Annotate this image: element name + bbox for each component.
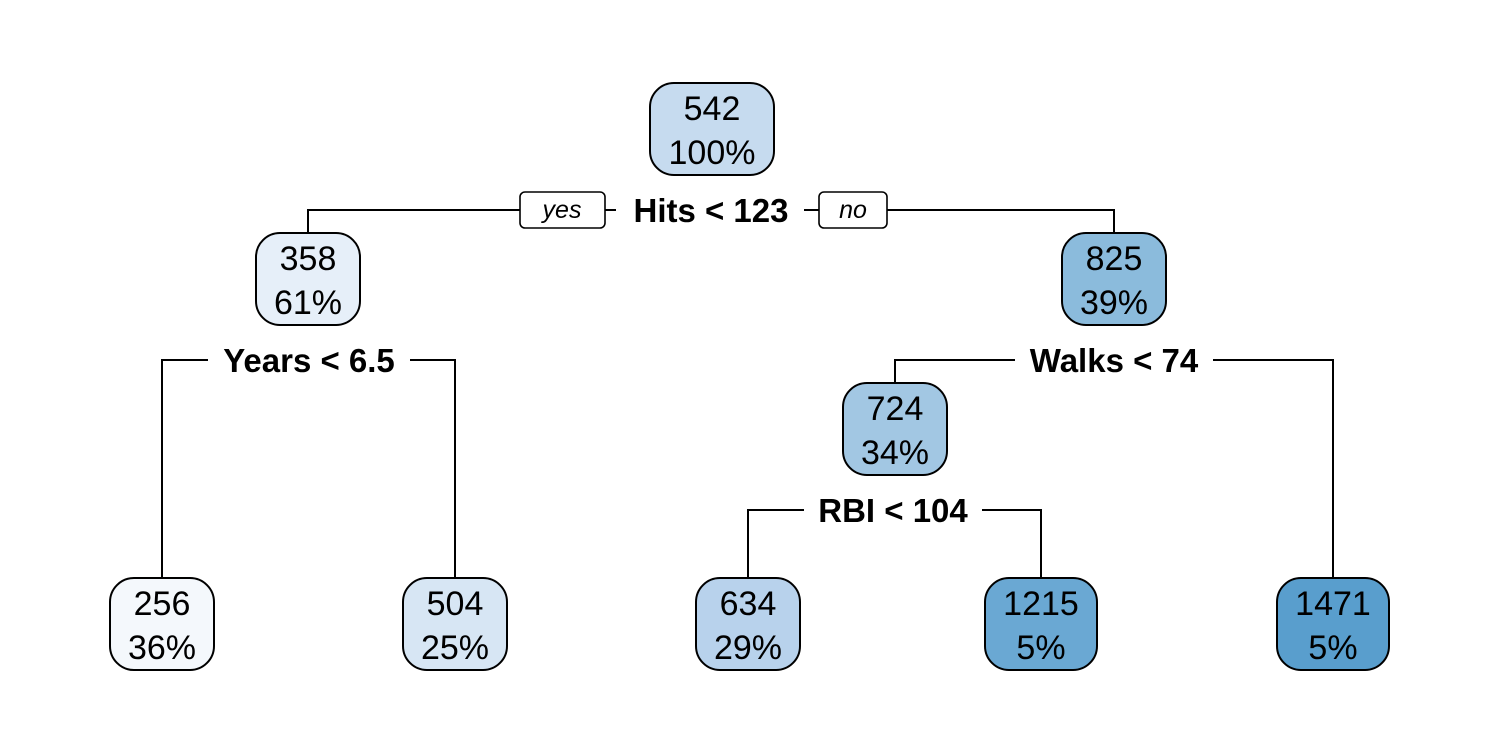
node-box-hits-no <box>1061 232 1167 326</box>
split-label-hits: Hits < 123 <box>633 192 788 229</box>
node-percent: 25% <box>421 629 489 667</box>
tree-leaf-rbi-yes: 634 29% <box>695 577 801 671</box>
leaf-box-rbi-yes <box>695 577 801 671</box>
node-value: 634 <box>720 585 777 623</box>
node-value: 1471 <box>1295 585 1371 623</box>
leaf-box-rbi-no <box>984 577 1098 671</box>
tree-node-hits-no: 825 39% <box>1061 232 1167 326</box>
node-box-walks-yes <box>842 382 948 476</box>
node-value: 724 <box>867 390 924 428</box>
node-value: 542 <box>684 90 741 128</box>
no-label-box <box>818 191 888 229</box>
tree-node-hits-yes: 358 61% <box>255 232 361 326</box>
edge-walks-split <box>894 359 1334 585</box>
node-box-root <box>649 82 775 176</box>
tree-leaf-walks-no: 1471 5% <box>1276 577 1390 671</box>
node-value: 256 <box>134 585 191 623</box>
split-label-rbi: RBI < 104 <box>818 492 968 529</box>
tree-leaf-years-no: 504 25% <box>402 577 508 671</box>
leaf-box-walks-no <box>1276 577 1390 671</box>
split-labels: Hits < 123 Years < 6.5 Walks < 74 RBI < … <box>223 192 1199 529</box>
mask-hits <box>616 192 804 228</box>
node-value: 825 <box>1086 240 1143 278</box>
tree-nodes: 542 100% 358 61% 825 39% 724 34% 256 36% <box>109 82 1390 671</box>
node-percent: 5% <box>1016 629 1065 667</box>
node-value: 358 <box>280 240 337 278</box>
branch-labels: yes no <box>519 191 888 229</box>
yes-label: yes <box>541 196 582 224</box>
edge-years-split <box>161 359 456 585</box>
split-label-years: Years < 6.5 <box>223 342 395 379</box>
split-label-masks <box>208 192 1213 528</box>
tree-leaf-rbi-no: 1215 5% <box>984 577 1098 671</box>
no-label: no <box>839 196 867 224</box>
node-percent: 34% <box>861 434 929 472</box>
node-value: 504 <box>427 585 484 623</box>
node-percent: 29% <box>714 629 782 667</box>
yes-label-box <box>519 191 606 229</box>
mask-rbi <box>804 492 982 528</box>
node-percent: 39% <box>1080 284 1148 322</box>
tree-node-root: 542 100% <box>649 82 775 176</box>
mask-walks <box>1015 342 1213 378</box>
leaf-box-years-no <box>402 577 508 671</box>
tree-node-walks-yes: 724 34% <box>842 382 948 476</box>
split-label-walks: Walks < 74 <box>1030 342 1199 379</box>
node-percent: 36% <box>128 629 196 667</box>
node-percent: 5% <box>1308 629 1357 667</box>
node-percent: 61% <box>274 284 342 322</box>
mask-years <box>208 342 410 378</box>
node-box-hits-yes <box>255 232 361 326</box>
node-value: 1215 <box>1003 585 1079 623</box>
node-percent: 100% <box>669 134 756 172</box>
tree-leaf-years-yes: 256 36% <box>109 577 215 671</box>
leaf-box-years-yes <box>109 577 215 671</box>
